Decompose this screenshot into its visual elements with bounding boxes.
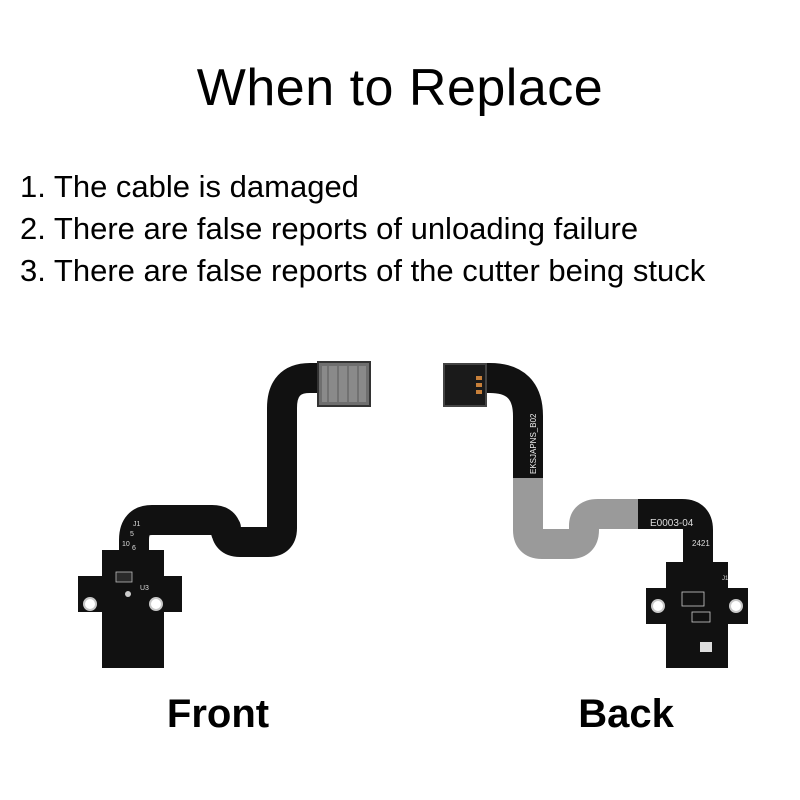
back-date-text: 2421 (692, 539, 710, 548)
back-part-text: E0003-04 (650, 518, 694, 529)
front-cable-image: J1 5 10 6 U3 (78, 361, 371, 668)
page-title: When to Replace (196, 59, 604, 117)
front-pin10-text: 10 (122, 541, 130, 548)
back-cable-text: EKSJAPNS_B02 (529, 413, 538, 474)
front-pin6-text: 6 (132, 545, 136, 552)
back-pcb (646, 562, 748, 668)
back-cable-image: EKSJAPNS_B02 E0003-04 2421 J1 (443, 363, 748, 668)
front-j1-text: J1 (133, 521, 141, 528)
back-label: Back (578, 692, 674, 736)
back-j1-text: J1 (722, 576, 729, 582)
reason-item: 3. There are false reports of the cutter… (20, 253, 706, 288)
reason-list: 1. The cable is damaged 2. There are fal… (20, 166, 705, 292)
front-u3-text: U3 (140, 585, 149, 592)
front-pin5-text: 5 (130, 531, 134, 538)
front-pcb (78, 550, 182, 668)
front-label: Front (166, 692, 270, 736)
reason-item: 2. There are false reports of unloading … (20, 211, 639, 246)
reason-item: 1. The cable is damaged (20, 169, 359, 204)
